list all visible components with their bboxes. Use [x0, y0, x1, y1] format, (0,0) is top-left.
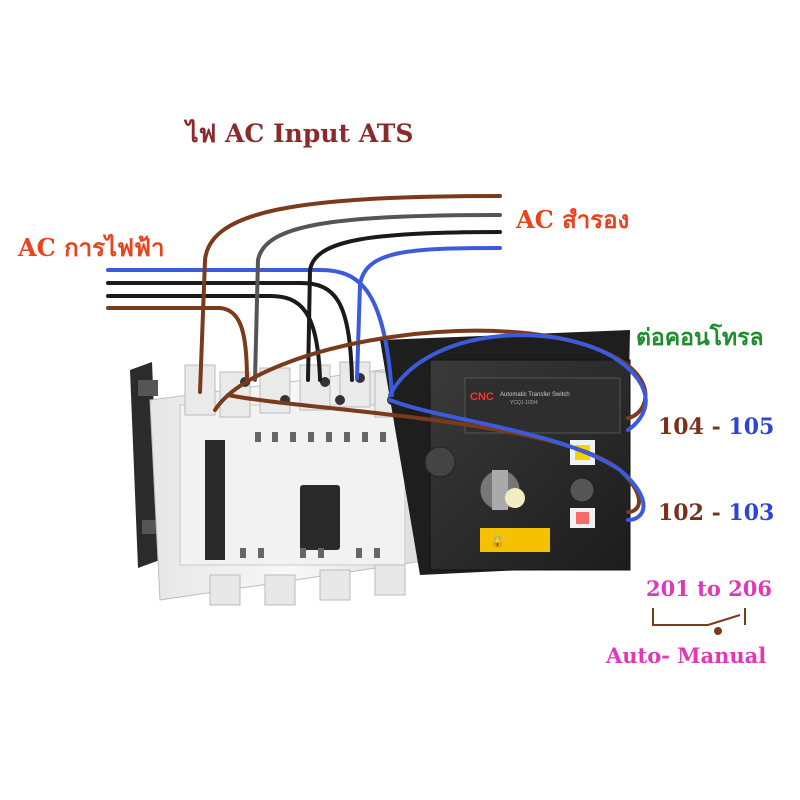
cnc-brand-text: CNC: [470, 391, 494, 403]
terminal-105: 105: [728, 414, 775, 440]
panel-title-text: Automatic Transfer Switch: [500, 392, 570, 398]
terminal-separator: -: [703, 414, 729, 440]
grid-wire-brown: [106, 306, 249, 382]
terminal-104: 104: [658, 414, 704, 440]
control-wires: [213, 328, 648, 522]
control-wire-103: [388, 398, 646, 522]
terminal-102-103-label: 102 - 103: [658, 500, 774, 526]
switch-body: [149, 361, 431, 606]
diagram-title: ไฟ AC Input ATS: [186, 119, 414, 148]
control-label: ต่อคอนโทรล: [636, 324, 764, 351]
backup-input-wires: [198, 194, 502, 394]
auto-manual-label: Auto- Manual: [606, 643, 767, 668]
terminal-201-206-label: 201 to 206: [646, 576, 772, 601]
terminal-separator: -: [703, 500, 729, 526]
terminal-103: 103: [728, 500, 775, 526]
auto-manual-switch-symbol: [652, 608, 746, 635]
grid-wire-black-1: [106, 281, 354, 382]
backup-wire-black-1: [253, 213, 502, 382]
grid-input-wires: [106, 268, 394, 397]
controller-unit: CNC Automatic Transfer Switch YCQ1-100/4…: [380, 330, 631, 575]
backup-source-label: AC สำรอง: [516, 205, 630, 234]
backup-wire-black-2: [306, 230, 502, 382]
backup-wire-brown: [198, 194, 502, 394]
terminal-104-105-label: 104 - 105: [658, 414, 774, 440]
svg-text:🔒: 🔒: [490, 534, 505, 548]
panel-model-text: YCQ1-100/4: [510, 400, 538, 406]
grid-wire-black-2: [106, 294, 322, 382]
terminal-102: 102: [658, 500, 704, 526]
grid-source-label: AC การไฟฟ้า: [18, 233, 165, 262]
backup-wire-blue: [355, 246, 502, 380]
grid-wire-blue: [106, 268, 394, 397]
control-wire-105: [388, 333, 648, 432]
